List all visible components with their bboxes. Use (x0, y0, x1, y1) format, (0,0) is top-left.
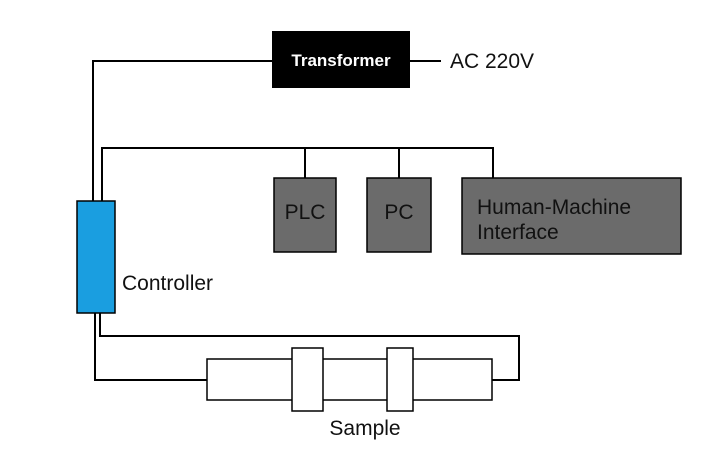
wire-device-bus (101, 147, 494, 202)
plc-box: PLC (273, 177, 337, 253)
transformer-label: Transformer (291, 51, 391, 70)
wire-controller-to-sample-right (99, 312, 520, 381)
wire-transformer-to-controller (92, 60, 273, 202)
ac-power-label: AC 220V (450, 50, 534, 73)
sample-label: Sample (329, 417, 400, 440)
sample-clamp-right (386, 347, 414, 412)
plc-label: PLC (285, 201, 326, 224)
pc-box: PC (366, 177, 432, 253)
controller-label: Controller (122, 272, 213, 295)
pc-label: PC (384, 201, 413, 224)
hmi-label-line1: Human-Machine (477, 196, 631, 219)
controller-box (76, 200, 116, 314)
hmi-label-line2: Interface (477, 221, 559, 244)
sample-clamp-left (291, 347, 324, 412)
sample-specimen (206, 347, 493, 412)
hmi-box: Human-Machine Interface (461, 177, 682, 255)
wire-controller-to-sample-left (94, 312, 208, 381)
transformer-box: Transformer (272, 31, 410, 88)
